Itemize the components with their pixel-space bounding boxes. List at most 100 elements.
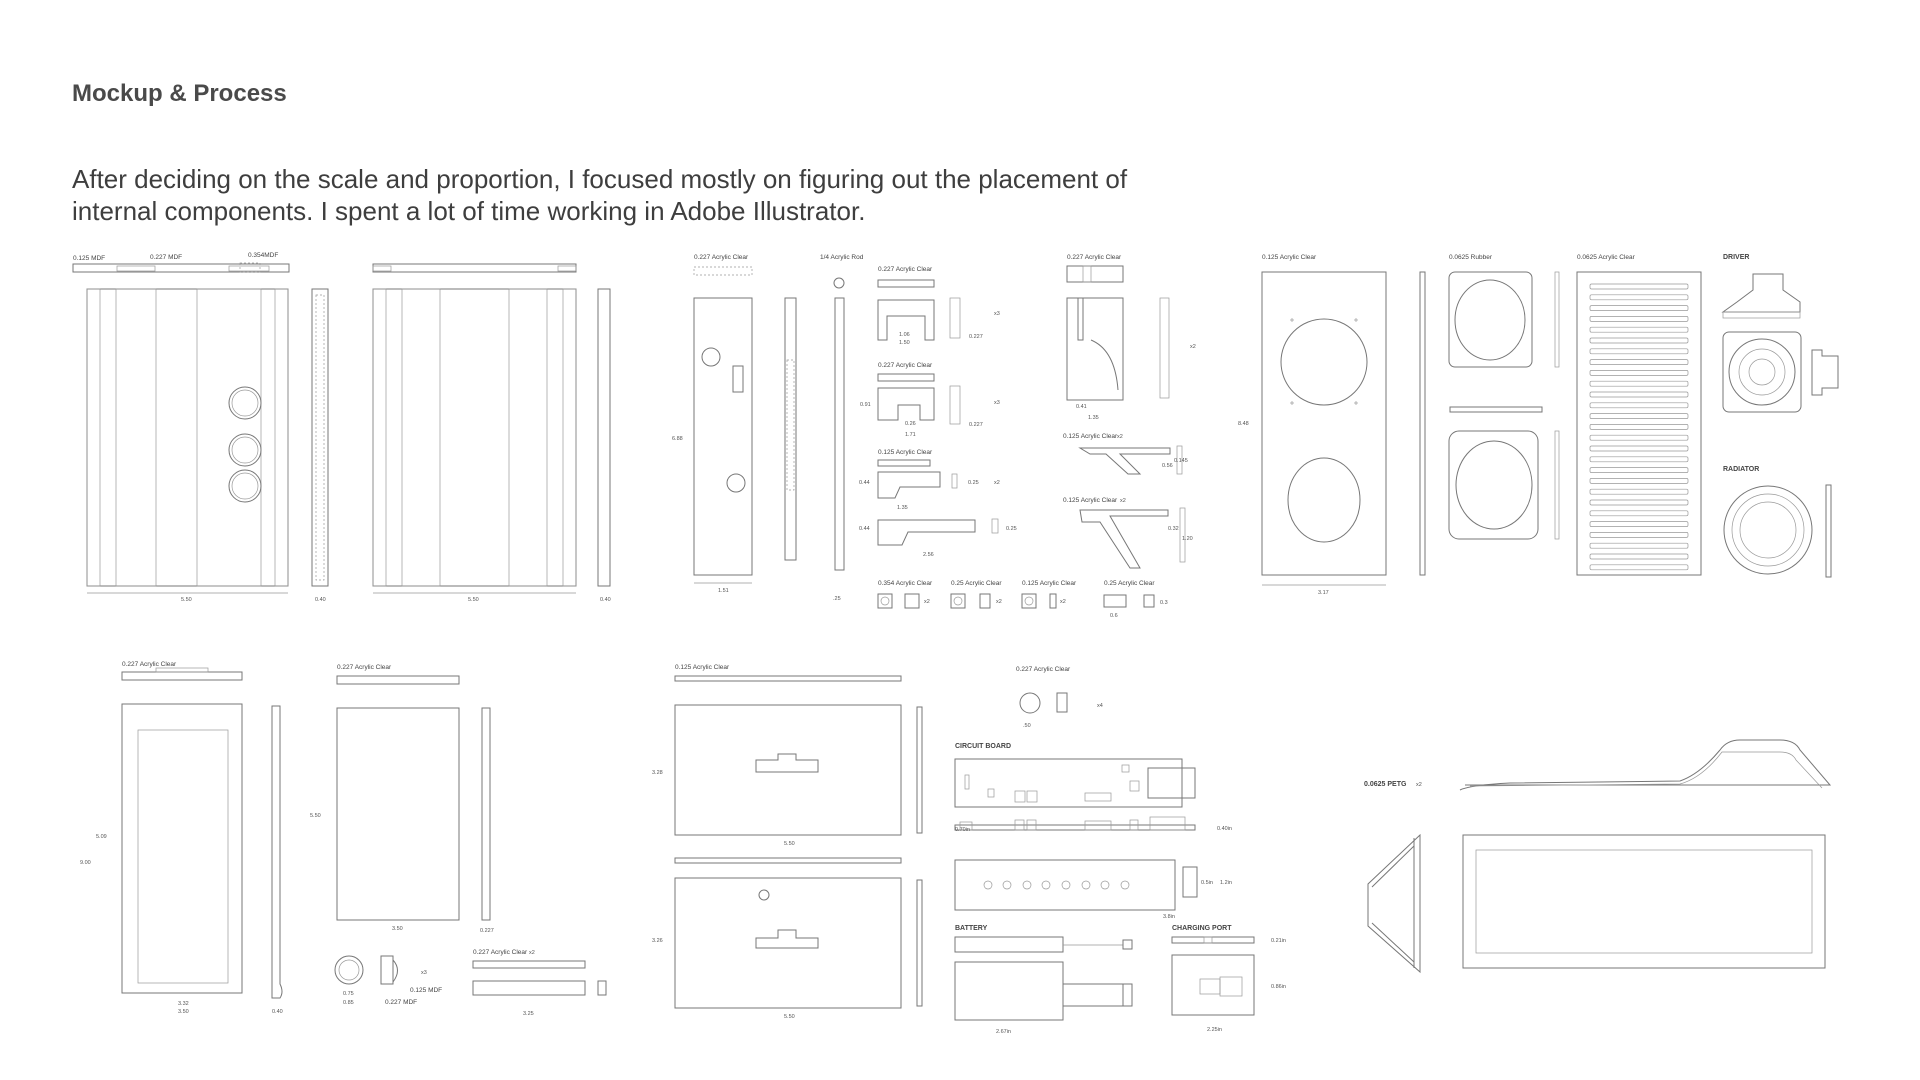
dim-0-40-a: 0.40 — [315, 597, 326, 603]
qty-x3-c: x3 — [421, 970, 427, 976]
label-acr-025-a: 0.25 Acrylic Clear — [951, 580, 1002, 587]
label-acr-025-b: 0.25 Acrylic Clear — [1104, 580, 1155, 587]
vent-slot — [1589, 391, 1689, 398]
vent-slot — [1589, 499, 1689, 506]
dim-5-50-b: 5.50 — [468, 597, 479, 603]
section-title: Mockup & Process — [72, 80, 287, 107]
label-mdf-0125-b: 0.125 MDF — [410, 987, 442, 994]
vent-slot — [1589, 380, 1689, 387]
dim-0-32: 0.32 — [1168, 526, 1179, 532]
dim-0-86in: 0.86in — [1271, 984, 1286, 990]
vent-slot — [1589, 424, 1689, 430]
label-acr-0125-d: 0.125 Acrylic Clear — [1063, 497, 1118, 504]
vent-slot — [1589, 510, 1689, 517]
dim-1-51: 1.51 — [718, 588, 729, 594]
dim-0-25-b: 0.25 — [1006, 526, 1017, 532]
dim-0-6: 0.6 — [1110, 613, 1118, 619]
qty-x2-f: x2 — [1117, 434, 1123, 440]
dim-0-41: 0.41 — [1076, 404, 1087, 410]
qty-x2-h: x2 — [529, 950, 535, 956]
qty-x3-a: x3 — [994, 311, 1000, 317]
vent-slot — [1589, 413, 1689, 419]
electronics-drawing: 0.227 Acrylic Clear x4 .50 CIRCUIT BOARD… — [954, 666, 1286, 1035]
dim-5-09: 5.09 — [96, 834, 107, 840]
label-charging-port: CHARGING PORT — [1172, 925, 1232, 932]
dim-0-145: 0.145 — [1174, 458, 1188, 464]
vent-slot — [1589, 402, 1689, 409]
qty-x3-b: x3 — [994, 400, 1000, 406]
dim-0-91: 0.91 — [860, 402, 871, 408]
vent-slot — [1589, 370, 1689, 376]
top-bottom-plates-drawing: 0.125 Acrylic Clear 3.28 5.50 3.26 5.50 — [652, 664, 923, 1020]
qty-x2-d: x2 — [1060, 599, 1066, 605]
bracket-parts-drawing: 0.227 Acrylic Clear x2 0.41 1.35 0.125 A… — [1063, 254, 1196, 569]
dim-3-50-a: 3.50 — [178, 1009, 189, 1015]
label-battery: BATTERY — [955, 925, 988, 932]
dim-0-5in: 0.5in — [1201, 880, 1213, 886]
dim-0-85: 0.85 — [343, 1000, 354, 1006]
petg-shell-drawing: 0.0625 PETG x2 — [1364, 739, 1832, 974]
vent-slot — [1589, 294, 1689, 301]
qty-x2-a: x2 — [994, 480, 1000, 486]
dim-0-21in: 0.21in — [1271, 938, 1286, 944]
label-acr-0625: 0.0625 Acrylic Clear — [1577, 254, 1636, 261]
label-acr-0227-h: 0.227 Acrylic Clear — [1016, 666, 1071, 673]
vent-slot — [1589, 553, 1689, 560]
label-acr-0227-a: 0.227 Acrylic Clear — [694, 254, 749, 261]
label-petg: 0.0625 PETG — [1364, 781, 1407, 788]
vent-slot — [1589, 326, 1689, 333]
dim-3-8in: 3.8in — [1163, 914, 1175, 920]
label-acr-0227-c: 0.227 Acrylic Clear — [878, 362, 933, 369]
qty-x2-g: x2 — [1120, 498, 1126, 504]
vent-slot — [1589, 283, 1689, 290]
label-acr-0125-b: 0.125 Acrylic Clear — [1022, 580, 1077, 587]
vent-slot — [1589, 456, 1689, 463]
dim-2-25in: 2.25in — [1207, 1027, 1222, 1033]
dim-0-26: 0.26 — [905, 421, 916, 427]
dim-0-44-a: 0.44 — [859, 480, 870, 486]
label-acr-0125-e: 0.125 Acrylic Clear — [1262, 254, 1317, 261]
dim-1-50: 1.50 — [899, 340, 910, 346]
dim-3-25: 3.25 — [523, 1011, 534, 1017]
label-acr-0125-a: 0.125 Acrylic Clear — [878, 449, 933, 456]
label-mdf-0125: 0.125 MDF — [73, 255, 105, 262]
dim-0-40-b: 0.40 — [600, 597, 611, 603]
dim-0-40in: 0.40in — [1217, 826, 1232, 832]
vent-slot — [1589, 488, 1689, 495]
dim-0-227-b: 0.227 — [969, 422, 983, 428]
dim-0-44-b: 0.44 — [859, 526, 870, 532]
dim-6-88: 6.88 — [672, 436, 683, 442]
label-rubber: 0.0625 Rubber — [1449, 254, 1493, 261]
dim-2-56: 2.56 — [923, 552, 934, 558]
dim-1-06: 1.06 — [899, 332, 910, 338]
dim-0-75: 0.75 — [343, 991, 354, 997]
dim-0-40-c: 0.40 — [272, 1009, 283, 1015]
qty-x2-b: x2 — [924, 599, 930, 605]
label-acr-rod: 1/4 Acrylic Rod — [820, 254, 864, 261]
dim-5-50-c: 5.50 — [310, 813, 321, 819]
vent-slot — [1589, 445, 1689, 452]
driver-radiator-drawing: DRIVER RADIATOR — [1721, 254, 1839, 578]
dim-0-227-a: 0.227 — [969, 334, 983, 340]
label-mdf-0227-b: 0.227 MDF — [385, 999, 417, 1006]
label-acr-0227-g: 0.227 Acrylic Clear — [473, 949, 528, 956]
label-acr-0227-e: 0.227 Acrylic Clear — [122, 661, 177, 668]
vent-slot — [1589, 532, 1689, 538]
qty-x2-e: x2 — [1190, 344, 1196, 350]
acrylic-parts-drawing: 0.227 Acrylic Clear 6.88 1.51 1/4 Acryli… — [672, 254, 1168, 619]
vent-slot — [1589, 316, 1689, 322]
vent-slot — [1589, 348, 1689, 355]
vent-slot — [1589, 359, 1689, 365]
intro-paragraph: After deciding on the scale and proporti… — [72, 164, 1128, 226]
qty-x2-i: x2 — [1416, 782, 1422, 788]
label-acr-0227-b: 0.227 Acrylic Clear — [878, 266, 933, 273]
label-acr-0125-c: 0.125 Acrylic Clear — [1063, 433, 1118, 440]
dim-0-25-a: 0.25 — [968, 480, 979, 486]
dim-0-3: 0.3 — [1160, 600, 1168, 606]
dim-3-50-b: 3.50 — [392, 926, 403, 932]
label-mdf-0354: 0.354MDF — [248, 252, 278, 259]
dim-0-227-c: 0.227 — [480, 928, 494, 934]
dim-2-67in: 2.67in — [996, 1029, 1011, 1035]
dim-8-48: 8.48 — [1238, 421, 1249, 427]
dim-3-28: 3.28 — [652, 770, 663, 776]
